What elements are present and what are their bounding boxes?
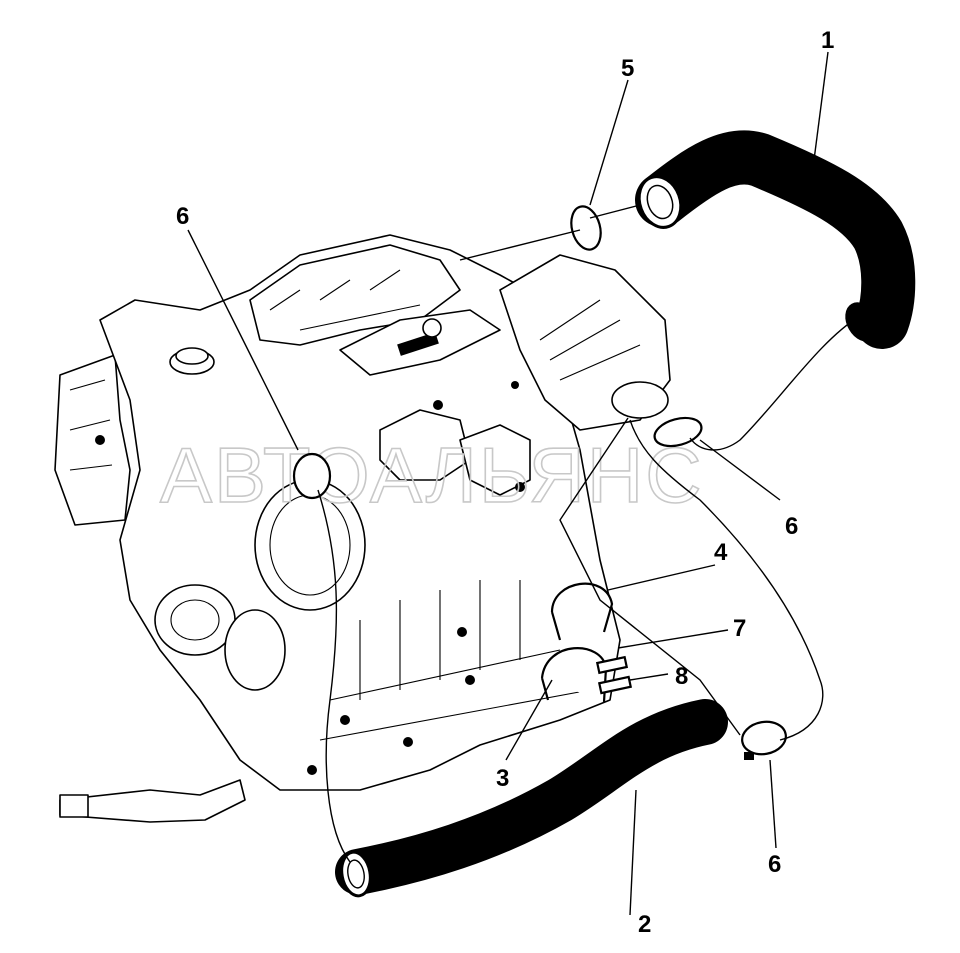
callout-labels: 1 2 3 4 5 6 6 6 7 8 6 — [176, 27, 834, 938]
callout-6-right: 6 — [785, 513, 798, 540]
callout-6-left: 6 — [176, 203, 189, 230]
callout-6-bottom: 6 — [768, 851, 781, 878]
engine-drawing — [54, 234, 671, 823]
callout-7: 7 — [733, 615, 746, 642]
watermark-text: АВТОАЛЬЯНС — [160, 431, 704, 519]
callout-1: 1 — [821, 27, 834, 54]
hose-clamps — [292, 205, 787, 760]
callout-2: 2 — [638, 911, 651, 938]
callout-8: 8 — [675, 663, 688, 690]
lower-hose — [335, 699, 728, 898]
callout-4: 4 — [714, 539, 728, 566]
leader-lines — [187, 51, 861, 916]
upper-hose — [635, 130, 916, 349]
callout-5: 5 — [621, 55, 634, 82]
callout-3: 3 — [496, 765, 509, 792]
